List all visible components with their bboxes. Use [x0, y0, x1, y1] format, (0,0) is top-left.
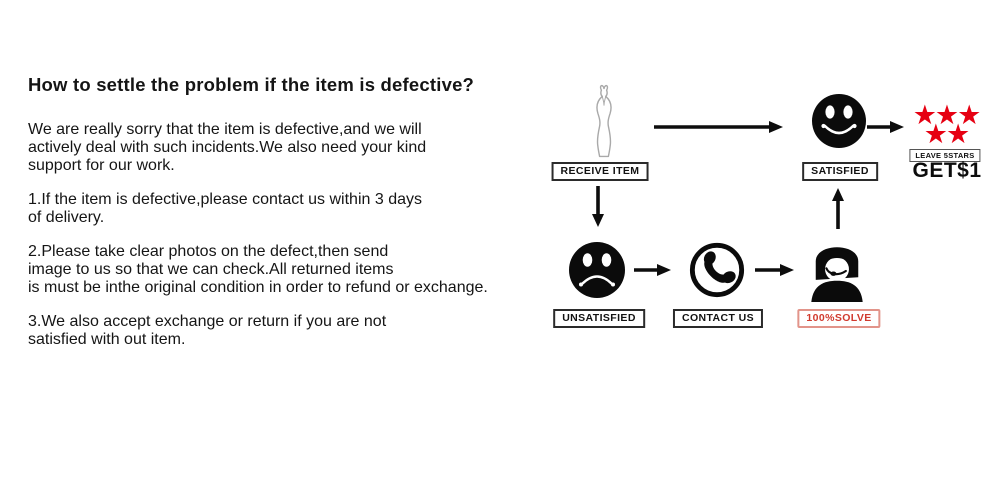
- five-stars-icon: ★★★ ★★: [912, 100, 982, 149]
- text-line: 1.If the item is defective,please contac…: [28, 191, 422, 208]
- arrow-up-icon: [830, 187, 846, 234]
- contact-us-label: CONTACT US: [672, 309, 764, 328]
- page-title: How to settle the problem if the item is…: [28, 74, 475, 95]
- unsatisfied-label: UNSATISFIED: [553, 309, 645, 328]
- arrow-right-icon: [654, 119, 784, 140]
- text-line: of delivery.: [28, 209, 105, 226]
- arrow-right-icon: [867, 119, 905, 140]
- unsatisfied-smiley-icon: [568, 241, 626, 304]
- leave-stars-label: LEAVE 5STARS: [909, 149, 981, 162]
- text-line: support for our work.: [28, 157, 175, 174]
- reward-text: GET$1: [912, 159, 982, 182]
- arrow-down-icon: [590, 186, 606, 233]
- text-line: We are really sorry that the item is def…: [28, 121, 422, 138]
- receive-item-label: RECEIVE ITEM: [551, 162, 649, 181]
- policy-text-block: How to settle the problem if the item is…: [28, 74, 673, 365]
- satisfied-smiley-icon: [811, 93, 867, 154]
- text-line: actively deal with such incidents.We als…: [28, 139, 427, 156]
- arrow-right-icon: [634, 262, 672, 283]
- text-line: image to us so that we can check.All ret…: [28, 261, 394, 278]
- support-agent-icon: [806, 238, 868, 309]
- phone-icon: [688, 241, 746, 304]
- text-line: 3.We also accept exchange or return if y…: [28, 313, 387, 330]
- solve-label: 100%SOLVE: [797, 309, 881, 328]
- satisfied-label: SATISFIED: [802, 162, 878, 181]
- text-line: satisfied with out item.: [28, 331, 186, 348]
- text-line: 2.Please take clear photos on the defect…: [28, 243, 389, 260]
- dress-icon: [589, 84, 619, 165]
- text-line: is must be inthe original condition in o…: [28, 279, 488, 296]
- arrow-right-icon: [755, 262, 795, 283]
